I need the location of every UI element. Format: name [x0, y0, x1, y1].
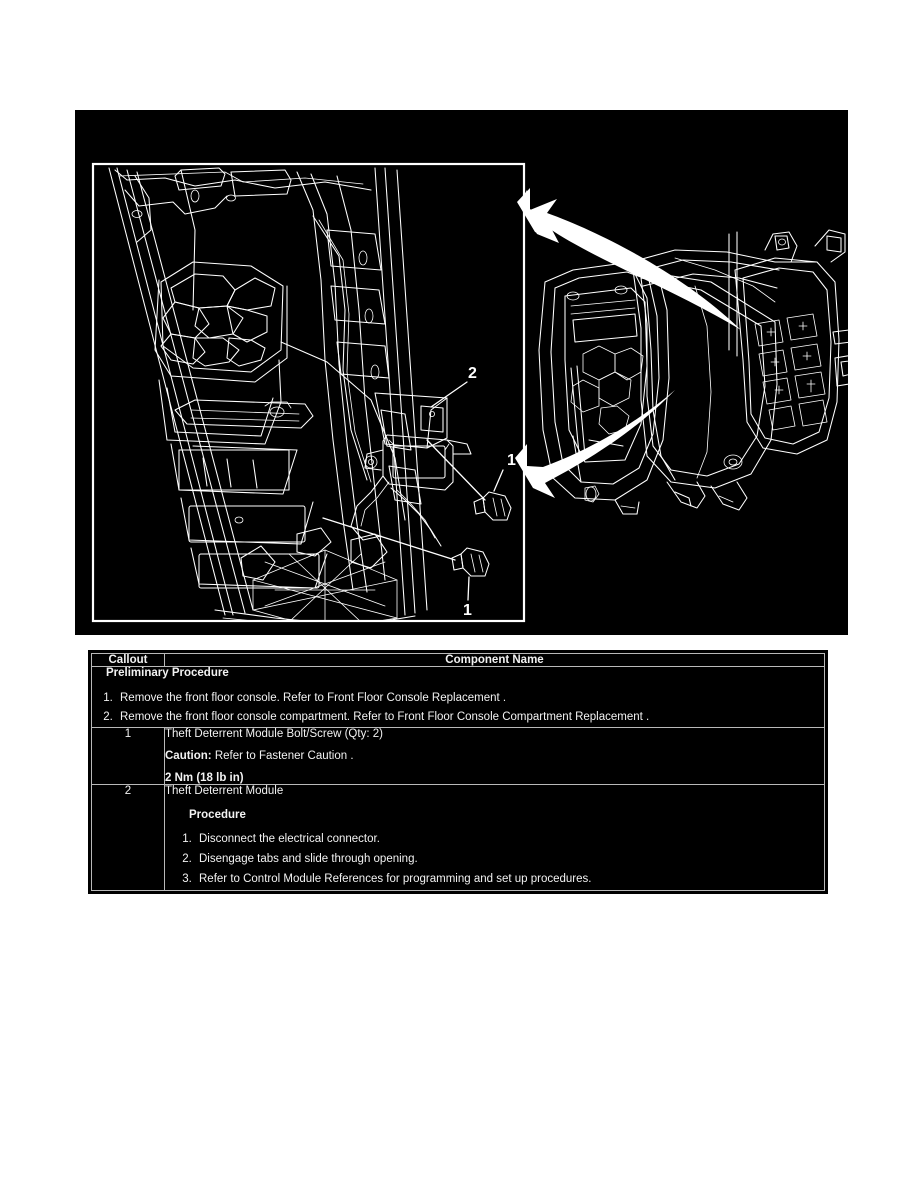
table-header-row: Callout Component Name [91, 653, 825, 667]
header-callout: Callout [91, 653, 165, 667]
component-name-1: Theft Deterrent Module Bolt/Screw (Qty: … [165, 728, 383, 741]
arrowhead-upper [519, 190, 559, 243]
component-table-container: Callout Component Name Preliminary Proce… [88, 650, 828, 895]
list-item: Remove the front floor console compartme… [116, 709, 824, 726]
callout-label-1-lower: 1 [463, 602, 472, 619]
callout-label-2: 2 [468, 365, 477, 382]
callout-cell-2: 2 [91, 784, 165, 892]
list-item: Disconnect the electrical connector. [195, 831, 824, 848]
table-row-callout-2: 2 Theft Deterrent Module Procedure Disco… [91, 784, 825, 892]
header-component-name: Component Name [164, 653, 825, 667]
callout-label-1-upper: 1 [507, 452, 516, 469]
caution-text: Refer to Fastener Caution . [211, 750, 354, 763]
theft-deterrent-module-illustration: 2 1 1 [75, 110, 848, 635]
curved-arrow-upper-left-icon [517, 188, 741, 330]
spacer [165, 762, 824, 772]
console-housing-drawing [108, 167, 428, 620]
list-item: Disengage tabs and slide through opening… [195, 851, 824, 868]
procedure-title: Procedure [189, 809, 246, 822]
callout-cell-1: 1 [91, 727, 165, 786]
procedure-step-list: Disconnect the electrical connector. Dis… [165, 831, 824, 887]
torque-spec: 2 Nm (18 lb in) [165, 772, 244, 785]
illustration-background [75, 110, 848, 635]
console-assembly-drawing [515, 188, 848, 515]
table-row-preliminary: Preliminary Procedure Remove the front f… [91, 665, 825, 729]
preliminary-step-list: Remove the front floor console. Refer to… [92, 690, 824, 725]
component-table: Callout Component Name Preliminary Proce… [91, 653, 825, 892]
list-item: Refer to Control Module References for p… [195, 871, 824, 888]
preliminary-procedure-cell: Preliminary Procedure Remove the front f… [91, 665, 825, 729]
theft-deterrent-module-detail [322, 381, 512, 601]
preliminary-procedure-title: Preliminary Procedure [106, 667, 229, 679]
inset-frame [91, 162, 526, 623]
caution-label: Caution: [165, 750, 212, 763]
component-name-2: Theft Deterrent Module [165, 785, 284, 798]
caution-line: Caution: Refer to Fastener Caution . [165, 750, 824, 762]
bolt-lower [451, 547, 490, 577]
table-row-callout-1: 1 Theft Deterrent Module Bolt/Screw (Qty… [91, 727, 825, 786]
curved-arrow-lower-left-icon [515, 390, 675, 498]
component-cell-1: Theft Deterrent Module Bolt/Screw (Qty: … [164, 727, 825, 786]
component-cell-2: Theft Deterrent Module Procedure Disconn… [164, 784, 825, 892]
illustration-panel: 2 1 1 [75, 110, 848, 635]
bolt-upper [473, 491, 512, 521]
list-item: Remove the front floor console. Refer to… [116, 690, 824, 707]
spacer [165, 740, 824, 750]
